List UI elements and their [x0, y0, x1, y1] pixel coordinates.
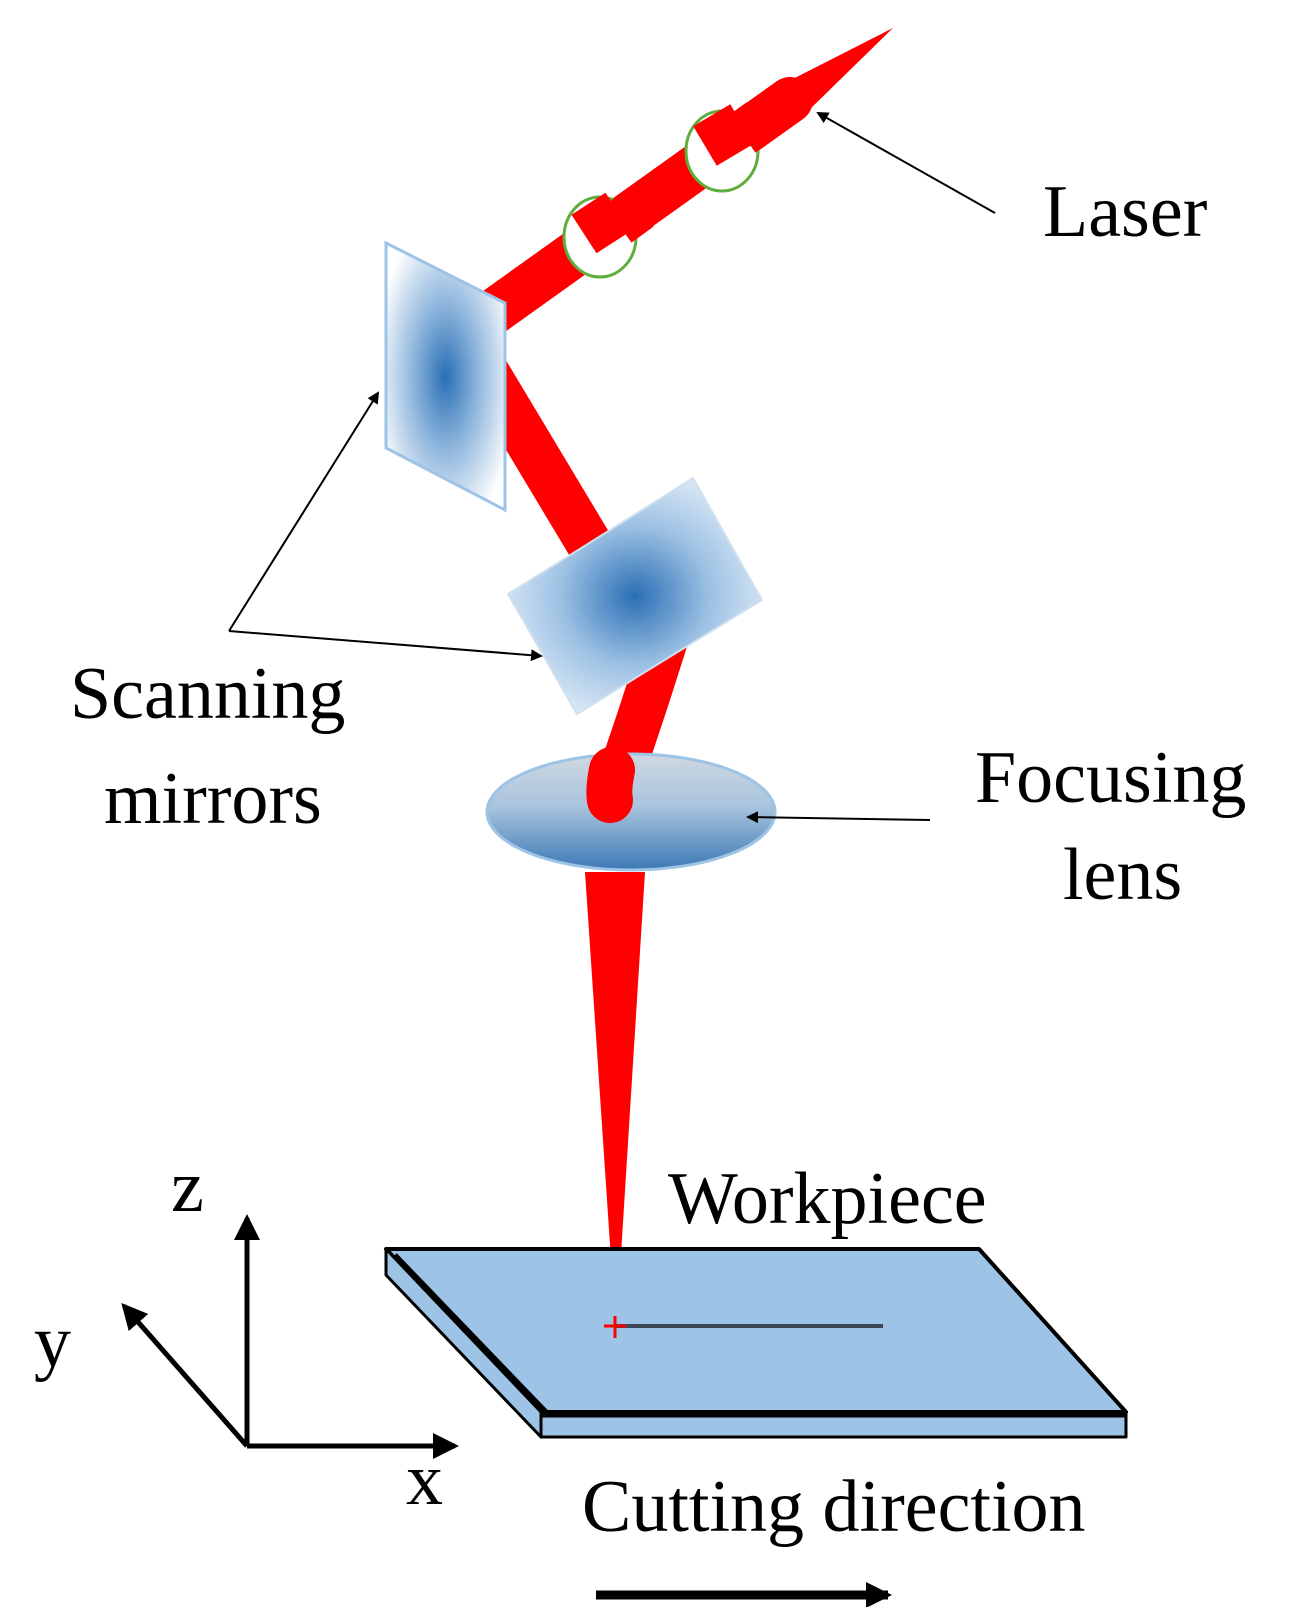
focusing-lens [485, 752, 777, 872]
laser-label: Laser [1043, 171, 1207, 253]
workpiece [384, 1247, 1128, 1439]
axis-z-label: z [171, 1146, 204, 1228]
workpiece-label: Workpiece [668, 1158, 987, 1240]
focus-point-icon [604, 1316, 626, 1338]
y-axis-arrow [121, 1302, 249, 1448]
lens-pointer-arrow [746, 811, 931, 824]
axis-y-label: y [34, 1301, 71, 1383]
mirror-pointer-arrow-1 [228, 391, 380, 632]
focusing-lens-label-line1: Focusing [975, 737, 1246, 819]
focusing-lens-label-line2: lens [1063, 834, 1182, 916]
scanning-mirror-1 [384, 240, 507, 513]
scanning-mirrors-label-line1: Scanning [70, 653, 345, 735]
axis-x-label: x [406, 1439, 443, 1521]
mirror-pointer-arrow-2 [228, 630, 543, 662]
cutting-direction-label: Cutting direction [582, 1466, 1086, 1548]
laser-pointer-arrow [816, 112, 996, 214]
focused-beam [585, 872, 645, 1334]
scanning-mirror-2 [506, 476, 764, 716]
scanning-mirrors-label-line2: mirrors [104, 758, 322, 840]
coordinate-axes [121, 1214, 459, 1459]
